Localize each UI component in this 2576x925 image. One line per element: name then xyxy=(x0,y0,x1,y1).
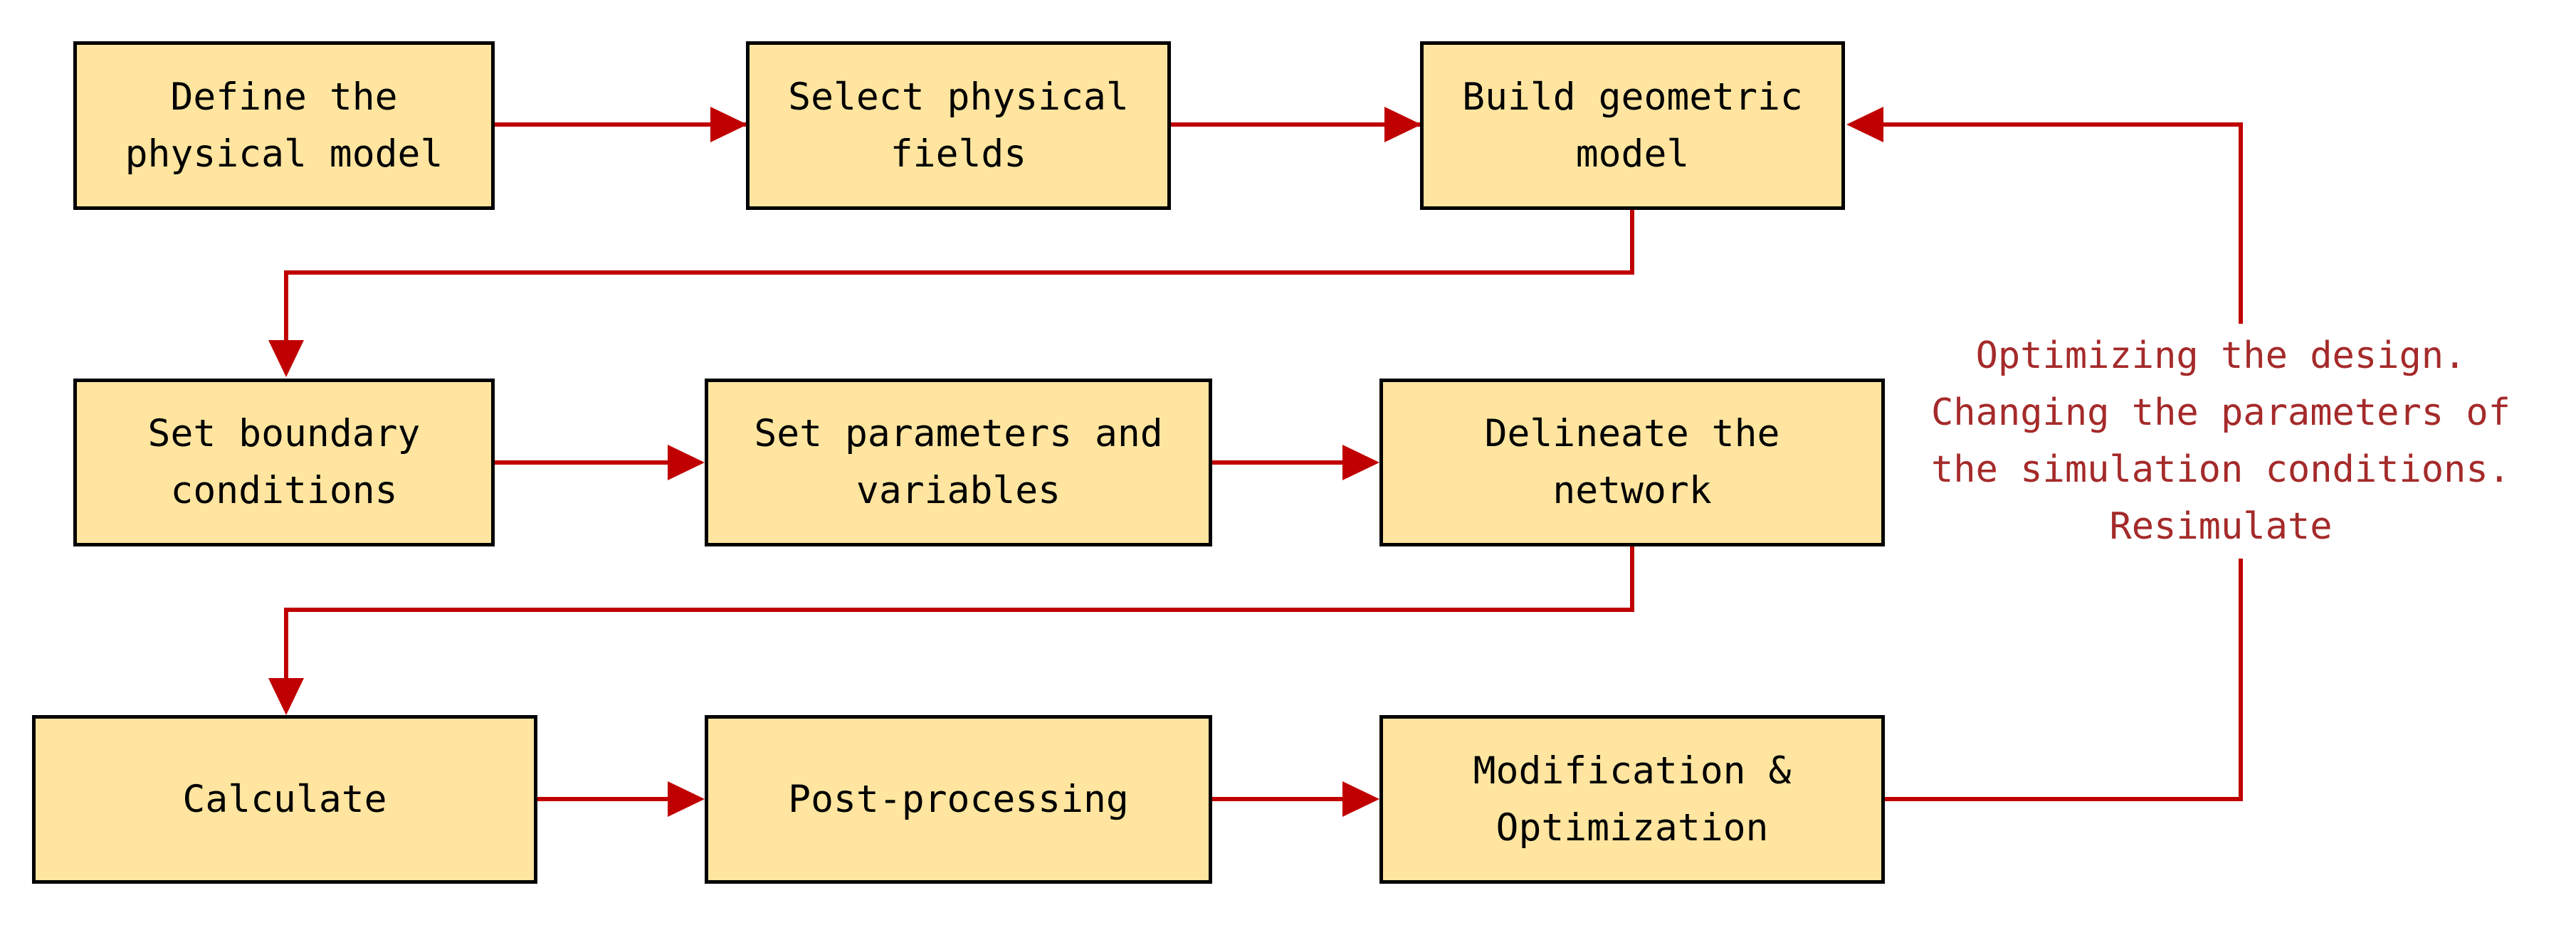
feedback-note-line: the simulation conditions. xyxy=(1931,448,2511,491)
step-label-line: fields xyxy=(890,132,1027,176)
arrowhead-parameters-to-network xyxy=(1342,445,1379,480)
arrowhead-boundary-to-parameters xyxy=(668,445,705,480)
step-label-line: Define the xyxy=(170,75,398,119)
step-box-set-boundary-conditions: Set boundary conditions xyxy=(73,379,495,546)
step-label-line: network xyxy=(1552,469,1712,512)
step-label-line: model xyxy=(1575,132,1690,176)
step-box-define-physical-model: Define the physical model xyxy=(73,41,495,210)
step-label-line: Set boundary xyxy=(147,412,421,455)
feedback-line-lower xyxy=(1885,559,2243,801)
arrowhead-network-to-calculate xyxy=(268,678,304,715)
step-label-line: Post-processing xyxy=(788,777,1129,821)
step-label-line: Calculate xyxy=(182,777,387,821)
step-label-line: physical model xyxy=(125,132,443,176)
step-label-line: variables xyxy=(856,469,1061,512)
step-label-line: Set parameters and xyxy=(754,412,1163,455)
feedback-loop-note: Optimizing the design. Changing the para… xyxy=(1893,327,2548,555)
step-label-line: Delineate the xyxy=(1484,412,1780,455)
arrow-network-to-calculate xyxy=(284,546,1634,680)
step-box-set-parameters-variables: Set parameters and variables xyxy=(705,379,1212,546)
step-box-calculate: Calculate xyxy=(32,715,537,884)
step-box-delineate-network: Delineate the network xyxy=(1379,379,1885,546)
step-label-line: Modification & xyxy=(1473,749,1792,793)
arrowhead-post-to-modification xyxy=(1342,781,1379,817)
feedback-note-line: Optimizing the design. xyxy=(1975,334,2466,377)
feedback-line-upper xyxy=(1881,122,2243,324)
step-box-build-geometric-model: Build geometric model xyxy=(1420,41,1845,210)
arrowhead-calculate-to-post xyxy=(668,781,705,817)
arrow-build-to-boundary xyxy=(284,210,1634,342)
step-label-line: Build geometric xyxy=(1462,75,1803,119)
step-box-modification-optimization: Modification & Optimization xyxy=(1379,715,1885,884)
step-box-select-physical-fields: Select physical fields xyxy=(746,41,1171,210)
feedback-note-line: Resimulate xyxy=(2109,505,2333,548)
step-label-line: Select physical xyxy=(788,75,1129,119)
step-label-line: Optimization xyxy=(1495,805,1769,850)
arrowhead-select-to-build xyxy=(1384,107,1421,142)
arrowhead-build-to-boundary xyxy=(268,340,304,377)
step-box-post-processing: Post-processing xyxy=(705,715,1212,884)
step-label-line: conditions xyxy=(170,469,398,512)
arrowhead-define-to-select xyxy=(710,107,747,142)
feedback-note-line: Changing the parameters of xyxy=(1931,391,2511,434)
arrowhead-feedback-to-build xyxy=(1846,107,1883,142)
